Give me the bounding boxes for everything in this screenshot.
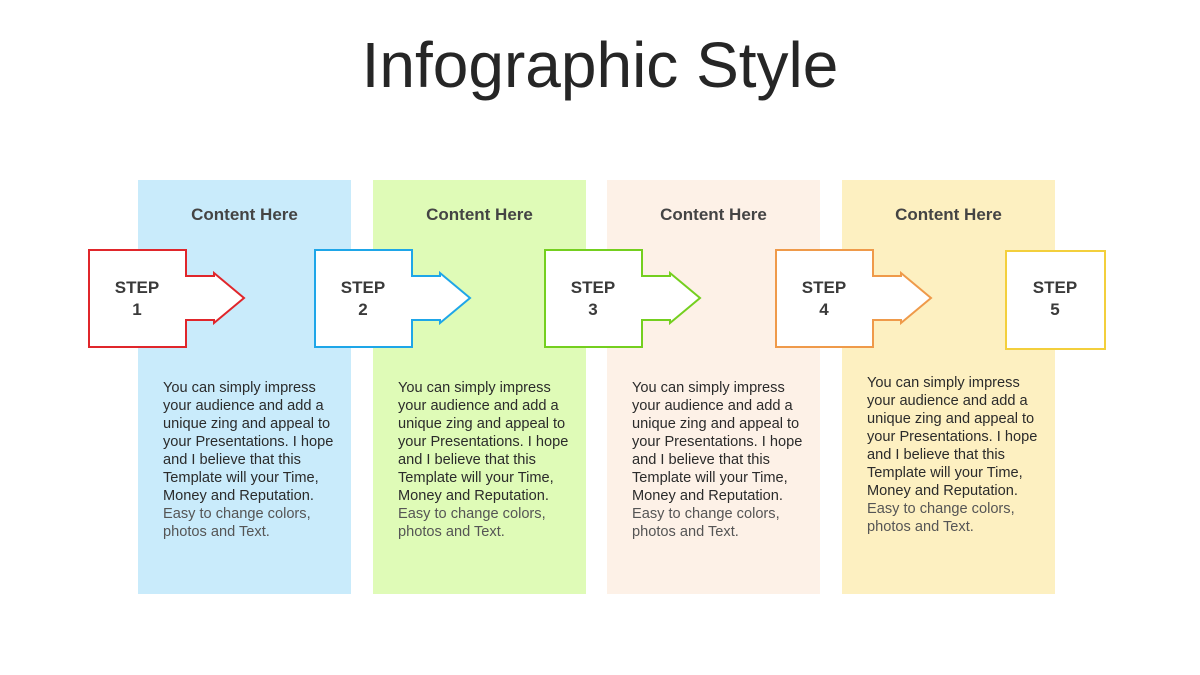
panel-body-muted: Easy to change colors, photos and Text. bbox=[632, 506, 780, 540]
step-1-label: STEP 1 bbox=[89, 277, 185, 321]
panel-body: You can simply impress your audience and… bbox=[632, 379, 804, 541]
panel-body-muted: Easy to change colors, photos and Text. bbox=[398, 506, 546, 540]
step-5-box bbox=[1005, 250, 1106, 350]
step-number: 4 bbox=[819, 300, 829, 319]
step-word: STEP bbox=[801, 278, 847, 297]
step-number: 2 bbox=[358, 300, 368, 319]
step-2-arrow-icon bbox=[314, 249, 472, 348]
panel-body-main: You can simply impress your audience and… bbox=[632, 380, 803, 504]
panel-body-main: You can simply impress your audience and… bbox=[398, 380, 569, 504]
step-4-arrow-icon bbox=[775, 249, 933, 348]
step-number: 3 bbox=[588, 300, 598, 319]
panel-body: You can simply impress your audience and… bbox=[163, 379, 335, 541]
step-number: 1 bbox=[132, 300, 142, 319]
step-3-label: STEP 3 bbox=[545, 277, 641, 321]
panel-body-muted: Easy to change colors, photos and Text. bbox=[867, 501, 1015, 535]
step-4-label: STEP 4 bbox=[776, 277, 872, 321]
step-1-arrow-icon bbox=[88, 249, 246, 348]
step-word: STEP bbox=[340, 278, 386, 297]
panel-heading: Content Here bbox=[660, 205, 767, 224]
step-word: STEP bbox=[1032, 278, 1078, 297]
step-3-arrow-icon bbox=[544, 249, 702, 348]
step-word: STEP bbox=[570, 278, 616, 297]
panel-heading: Content Here bbox=[191, 205, 298, 224]
step-2-label: STEP 2 bbox=[315, 277, 411, 321]
step-word: STEP bbox=[114, 278, 160, 297]
step-5-label: STEP 5 bbox=[1007, 277, 1103, 321]
step-number: 5 bbox=[1050, 300, 1060, 319]
panel-body-muted: Easy to change colors, photos and Text. bbox=[163, 506, 311, 540]
panel-body-main: You can simply impress your audience and… bbox=[163, 380, 334, 504]
panel-body-main: You can simply impress your audience and… bbox=[867, 375, 1038, 499]
panel-body: You can simply impress your audience and… bbox=[867, 374, 1039, 536]
panel-body: You can simply impress your audience and… bbox=[398, 379, 570, 541]
page-title: Infographic Style bbox=[361, 29, 839, 101]
content-panel-4: Content Here You can simply impress your… bbox=[842, 180, 1055, 594]
panel-heading: Content Here bbox=[895, 205, 1002, 224]
panel-heading: Content Here bbox=[426, 205, 533, 224]
